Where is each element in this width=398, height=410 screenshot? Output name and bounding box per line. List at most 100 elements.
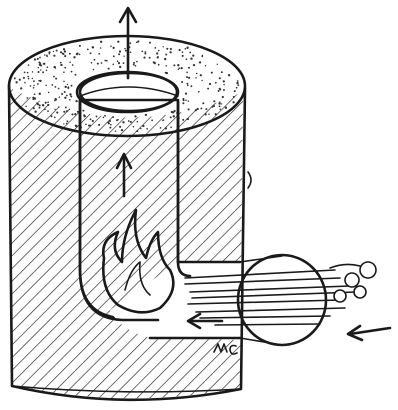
insulation-dot bbox=[181, 67, 183, 69]
insulation-dot bbox=[60, 64, 62, 66]
insulation-dot bbox=[101, 62, 103, 64]
insulation-dot bbox=[69, 109, 71, 111]
insulation-dot bbox=[63, 48, 65, 50]
insulation-dot bbox=[88, 125, 90, 127]
insulation-dot bbox=[156, 52, 158, 54]
insulation-dot bbox=[40, 65, 42, 67]
insulation-dot bbox=[118, 53, 120, 55]
insulation-dot bbox=[110, 124, 112, 126]
insulation-dot bbox=[47, 66, 49, 68]
insulation-dot bbox=[84, 115, 86, 117]
insulation-dot bbox=[39, 57, 41, 59]
insulation-dot bbox=[71, 85, 73, 87]
insulation-dot bbox=[128, 120, 130, 122]
insulation-dot bbox=[219, 88, 221, 90]
airflow-arrow-up-top bbox=[120, 8, 136, 78]
insulation-dot bbox=[121, 129, 123, 131]
insulation-dot bbox=[62, 53, 64, 55]
insulation-dot bbox=[222, 96, 224, 98]
insulation-dot bbox=[232, 101, 234, 103]
insulation-dot bbox=[64, 91, 66, 93]
insulation-dot bbox=[98, 53, 100, 55]
insulation-dot bbox=[185, 93, 187, 95]
insulation-dot bbox=[223, 80, 225, 82]
insulation-dot bbox=[200, 107, 202, 109]
insulation-dot bbox=[34, 111, 36, 113]
insulation-dot bbox=[69, 53, 71, 55]
insulation-dot bbox=[46, 56, 48, 58]
insulation-dot bbox=[199, 61, 201, 63]
insulation-dot bbox=[37, 103, 39, 105]
insulation-dot bbox=[55, 99, 57, 101]
insulation-dot bbox=[193, 64, 195, 66]
insulation-dot bbox=[37, 83, 39, 85]
insulation-dot bbox=[200, 74, 202, 76]
insulation-dot bbox=[24, 72, 26, 74]
insulation-dot bbox=[182, 55, 184, 57]
insulation-dot bbox=[32, 98, 34, 100]
insulation-dot bbox=[151, 119, 153, 121]
insulation-dot bbox=[137, 40, 139, 42]
insulation-dot bbox=[93, 69, 95, 71]
airflow-arrow-left-inlet bbox=[348, 326, 390, 340]
insulation-dot bbox=[171, 111, 173, 113]
insulation-dot bbox=[123, 62, 125, 64]
insulation-dot bbox=[146, 128, 148, 130]
insulation-dot bbox=[109, 120, 111, 122]
insulation-dot bbox=[96, 115, 98, 117]
insulation-dot bbox=[213, 105, 215, 107]
insulation-dot bbox=[117, 119, 119, 121]
insulation-dot bbox=[42, 71, 44, 73]
insulation-dot bbox=[198, 91, 200, 93]
insulation-dot bbox=[186, 76, 188, 78]
insulation-dot bbox=[47, 110, 49, 112]
insulation-dot bbox=[115, 130, 117, 132]
insulation-dot bbox=[34, 93, 36, 95]
insulation-dot bbox=[30, 85, 32, 87]
insulation-dot bbox=[42, 104, 44, 106]
insulation-dot bbox=[123, 55, 124, 56]
insulation-dot bbox=[39, 107, 41, 109]
insulation-dot bbox=[64, 55, 66, 57]
insulation-dot bbox=[106, 60, 108, 62]
insulation-dot bbox=[79, 45, 81, 47]
insulation-dot bbox=[119, 50, 121, 52]
insulation-dot bbox=[221, 71, 223, 73]
insulation-dot bbox=[144, 51, 146, 53]
insulation-dot bbox=[157, 56, 159, 58]
insulation-dot bbox=[201, 80, 202, 81]
insulation-dot bbox=[40, 69, 41, 70]
insulation-dot bbox=[170, 126, 172, 128]
insulation-dot bbox=[220, 109, 222, 111]
insulation-dot bbox=[179, 49, 181, 51]
insulation-dot bbox=[202, 102, 204, 104]
insulation-dot bbox=[28, 64, 30, 66]
insulation-dot bbox=[188, 67, 190, 69]
insulation-dot bbox=[92, 120, 94, 122]
insulation-dot bbox=[56, 112, 58, 114]
insulation-dot bbox=[144, 53, 146, 55]
insulation-dot bbox=[100, 47, 102, 49]
insulation-dot bbox=[90, 118, 92, 120]
insulation-dot bbox=[87, 48, 89, 50]
insulation-dot bbox=[63, 81, 65, 83]
insulation-dot bbox=[236, 82, 238, 84]
insulation-dot bbox=[55, 78, 57, 80]
insulation-dot bbox=[182, 119, 184, 121]
insulation-dot bbox=[173, 115, 175, 117]
insulation-dot bbox=[142, 125, 144, 127]
insulation-dot bbox=[136, 61, 138, 63]
insulation-dot bbox=[64, 67, 66, 69]
insulation-dot bbox=[187, 118, 189, 120]
insulation-dot bbox=[27, 76, 29, 78]
insulation-dot bbox=[165, 72, 167, 74]
insulation-dot bbox=[166, 48, 168, 50]
insulation-dot bbox=[181, 81, 183, 83]
insulation-dot bbox=[75, 100, 77, 102]
insulation-dot bbox=[54, 66, 56, 68]
insulation-dot bbox=[39, 93, 41, 95]
insulation-dot bbox=[225, 107, 227, 109]
insulation-dot bbox=[164, 58, 166, 60]
insulation-dot bbox=[195, 77, 196, 78]
insulation-dot bbox=[33, 107, 35, 109]
